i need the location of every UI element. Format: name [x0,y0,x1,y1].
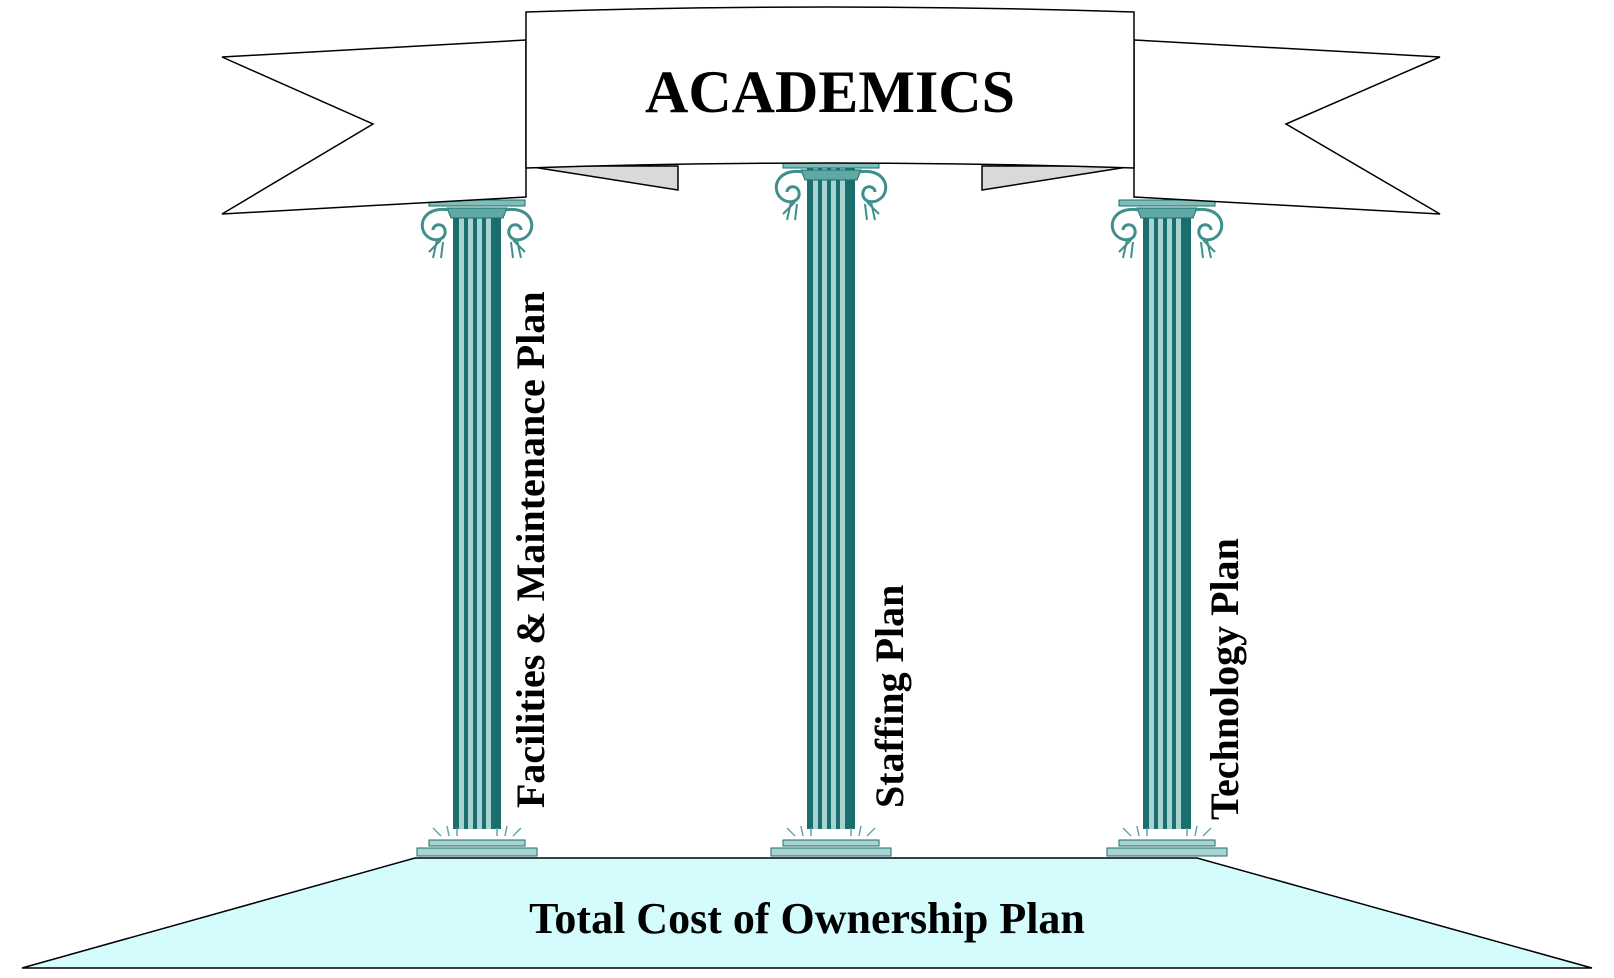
pillar-label-staffing: Staffing Plan [867,585,912,808]
pillar-label-facilities: Facilities & Maintenance Plan [508,291,553,808]
banner-center-panel [525,6,1135,169]
banner-left-tail [221,39,527,215]
banner-right-tail [1133,39,1441,215]
pillar-label-technology: Technology Plan [1202,538,1247,820]
pillar-facilities: Facilities & Maintenance Plan [416,198,553,857]
banner-left-fold [525,165,679,191]
banner: ACADEMICS [221,6,1441,215]
pillar-staffing: Staffing Plan [770,160,912,857]
foundation: Total Cost of Ownership Plan [21,857,1593,969]
banner-title: ACADEMICS [645,59,1015,125]
foundation-shape [21,857,1593,969]
banner-right-fold [981,165,1135,191]
foundation-label: Total Cost of Ownership Plan [529,894,1085,943]
pillar-technology: Technology Plan [1106,198,1247,857]
